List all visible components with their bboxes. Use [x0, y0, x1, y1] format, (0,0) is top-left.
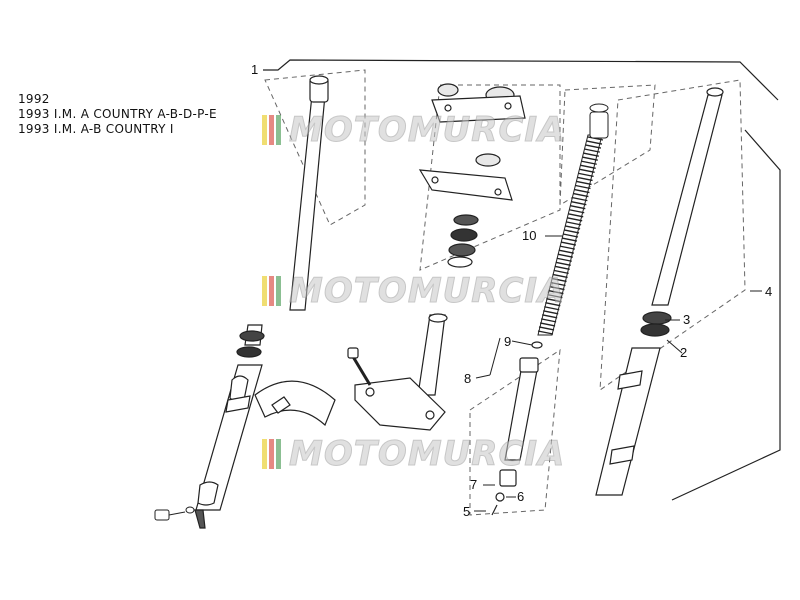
callout-2: 2: [680, 345, 688, 360]
watermark-text: MOTOMURCIA: [288, 110, 566, 151]
caption-line-1: 1992: [18, 92, 50, 106]
callout-5: 5: [463, 504, 471, 519]
callout-10: 10: [522, 228, 537, 243]
steering-head-assembly: [347, 83, 526, 431]
fender-part: [254, 380, 336, 427]
watermark-flag-icon: [262, 115, 283, 145]
caption-line-3: 1993 I.M. A-B COUNTRY I: [18, 122, 174, 136]
group-bracket-1: [263, 59, 781, 501]
left-fork-leg: [194, 75, 329, 529]
caption-line-2: 1993 I.M. A COUNTRY A-B-D-P-E: [18, 107, 217, 121]
callout-9: 9: [504, 334, 512, 349]
right-fork-leg: [595, 87, 724, 496]
watermark-top: MOTOMURCIA: [262, 110, 566, 151]
damper-rod: [491, 341, 543, 516]
callout-4: 4: [765, 284, 773, 299]
watermark-middle: MOTOMURCIA: [262, 271, 566, 312]
watermark-flag-icon: [262, 439, 283, 469]
watermark-flag-icon: [262, 276, 283, 306]
callout-3: 3: [683, 312, 691, 327]
callout-7: 7: [470, 477, 478, 492]
model-caption: 1992 1993 I.M. A COUNTRY A-B-D-P-E 1993 …: [18, 92, 217, 137]
fork-spring: [537, 103, 609, 336]
leader-lines: [474, 235, 762, 512]
watermark-text: MOTOMURCIA: [288, 434, 566, 475]
callout-6: 6: [517, 489, 525, 504]
bolt-set-lower-left: [154, 506, 195, 521]
watermark-text: MOTOMURCIA: [288, 271, 566, 312]
callout-1: 1: [251, 62, 259, 77]
watermark-bottom: MOTOMURCIA: [262, 434, 566, 475]
callout-8: 8: [464, 371, 472, 386]
